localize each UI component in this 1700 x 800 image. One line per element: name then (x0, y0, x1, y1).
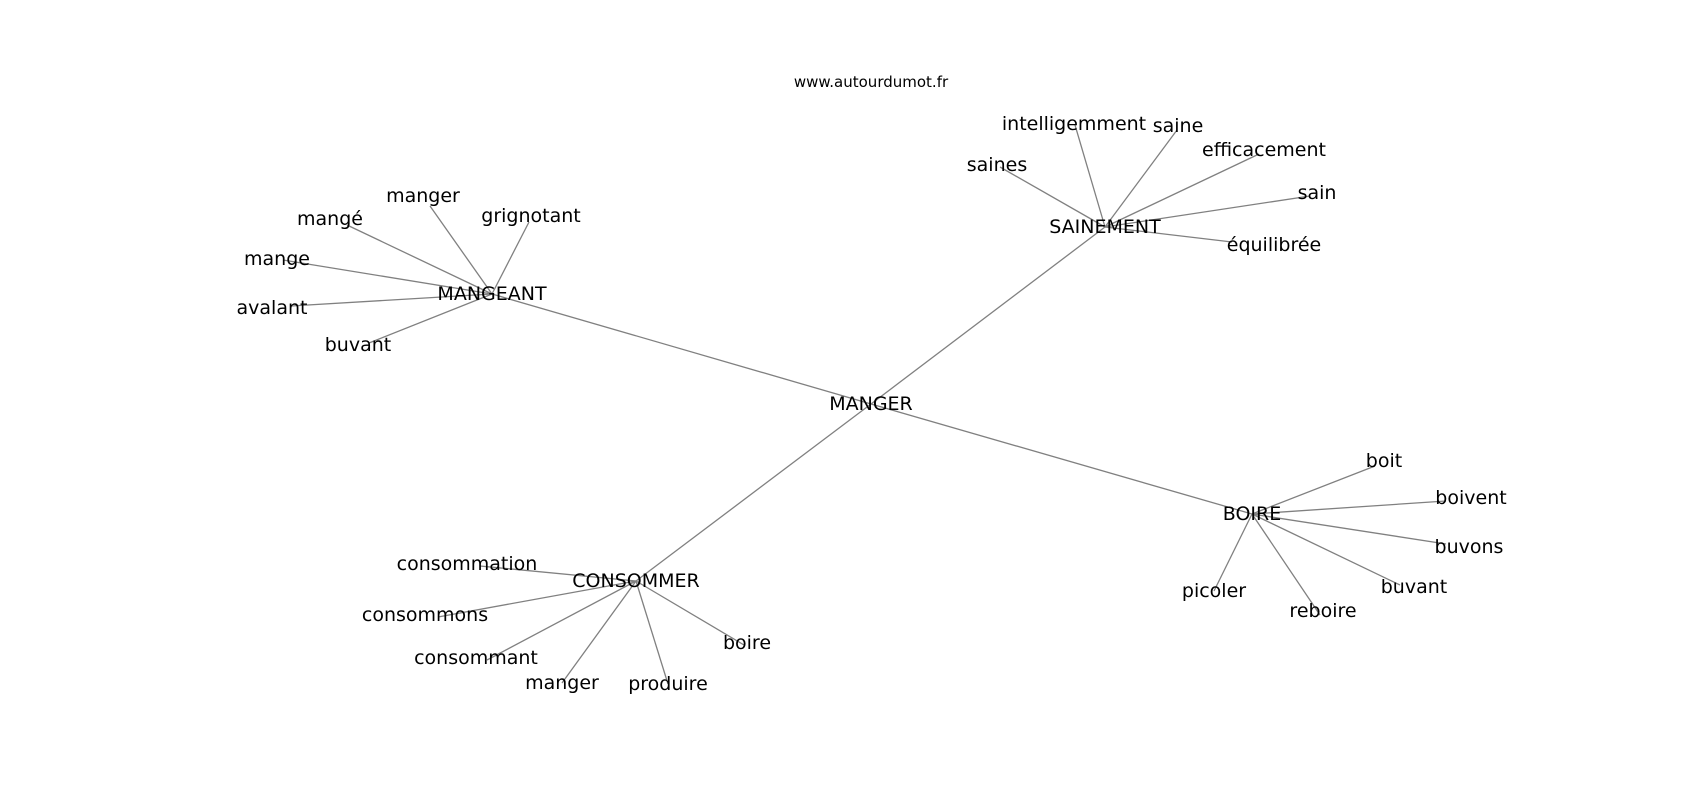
edge-line (1251, 500, 1447, 515)
edge-line (635, 403, 872, 582)
leaf-node: buvons (1435, 536, 1504, 558)
leaf-node: produire (628, 673, 708, 695)
edge-line (1251, 513, 1321, 616)
edge-line (561, 580, 637, 684)
edge-line (282, 259, 493, 295)
edge-line (870, 226, 1106, 405)
leaf-node: manger (525, 672, 599, 694)
leaf-node: grignotant (481, 205, 580, 227)
leaf-node: reboire (1289, 600, 1356, 622)
edge-line (491, 293, 872, 405)
edge-line (1104, 153, 1260, 228)
edge-line (368, 293, 493, 344)
edge-line (1104, 195, 1311, 228)
edge-line (635, 580, 669, 685)
leaf-node: picoler (1182, 580, 1246, 602)
branch-node: CONSOMMER (572, 570, 699, 592)
edge-line (1251, 465, 1376, 515)
edge-line (1251, 513, 1401, 586)
edges (282, 124, 1447, 685)
leaf-node: buvant (325, 334, 391, 356)
edge-line (1074, 124, 1106, 228)
leaf-node: saines (967, 154, 1027, 176)
branch-node: MANGEANT (437, 283, 547, 305)
edge-line (290, 293, 493, 307)
leaf-node: consommant (414, 647, 538, 669)
leaf-node: avalant (237, 297, 308, 319)
leaf-node: consommation (397, 553, 538, 575)
source-watermark: www.autourdumot.fr (794, 73, 949, 91)
leaf-node: buvant (1381, 576, 1447, 598)
root-node: MANGER (829, 393, 913, 415)
leaf-node: efficacement (1202, 139, 1326, 161)
leaf-node: manger (386, 185, 460, 207)
leaf-node: boire (723, 632, 771, 654)
edge-line (1251, 513, 1447, 545)
edge-line (437, 580, 637, 618)
branch-node: SAINEMENT (1049, 216, 1161, 238)
edge-line (429, 205, 493, 295)
edge-line (1104, 129, 1178, 228)
edge-line (479, 565, 637, 582)
edge-line (491, 221, 530, 295)
leaf-node: boivent (1435, 487, 1506, 509)
leaf-node: mangé (297, 208, 363, 230)
leaf-node: consommons (362, 604, 488, 626)
leaf-node: mange (244, 248, 310, 270)
leaf-node: sain (1298, 182, 1337, 204)
edge-line (1213, 513, 1253, 592)
edge-line (346, 224, 493, 295)
edge-line (999, 166, 1106, 228)
edge-line (1104, 226, 1233, 243)
edge-line (870, 403, 1253, 515)
edge-line (486, 580, 637, 661)
leaf-node: boit (1366, 450, 1402, 472)
leaf-node: intelligemment (1002, 113, 1146, 135)
branch-node: BOIRE (1223, 503, 1281, 525)
leaf-node: équilibrée (1227, 234, 1321, 256)
edge-line (635, 580, 745, 646)
leaf-node: saine (1153, 115, 1204, 137)
